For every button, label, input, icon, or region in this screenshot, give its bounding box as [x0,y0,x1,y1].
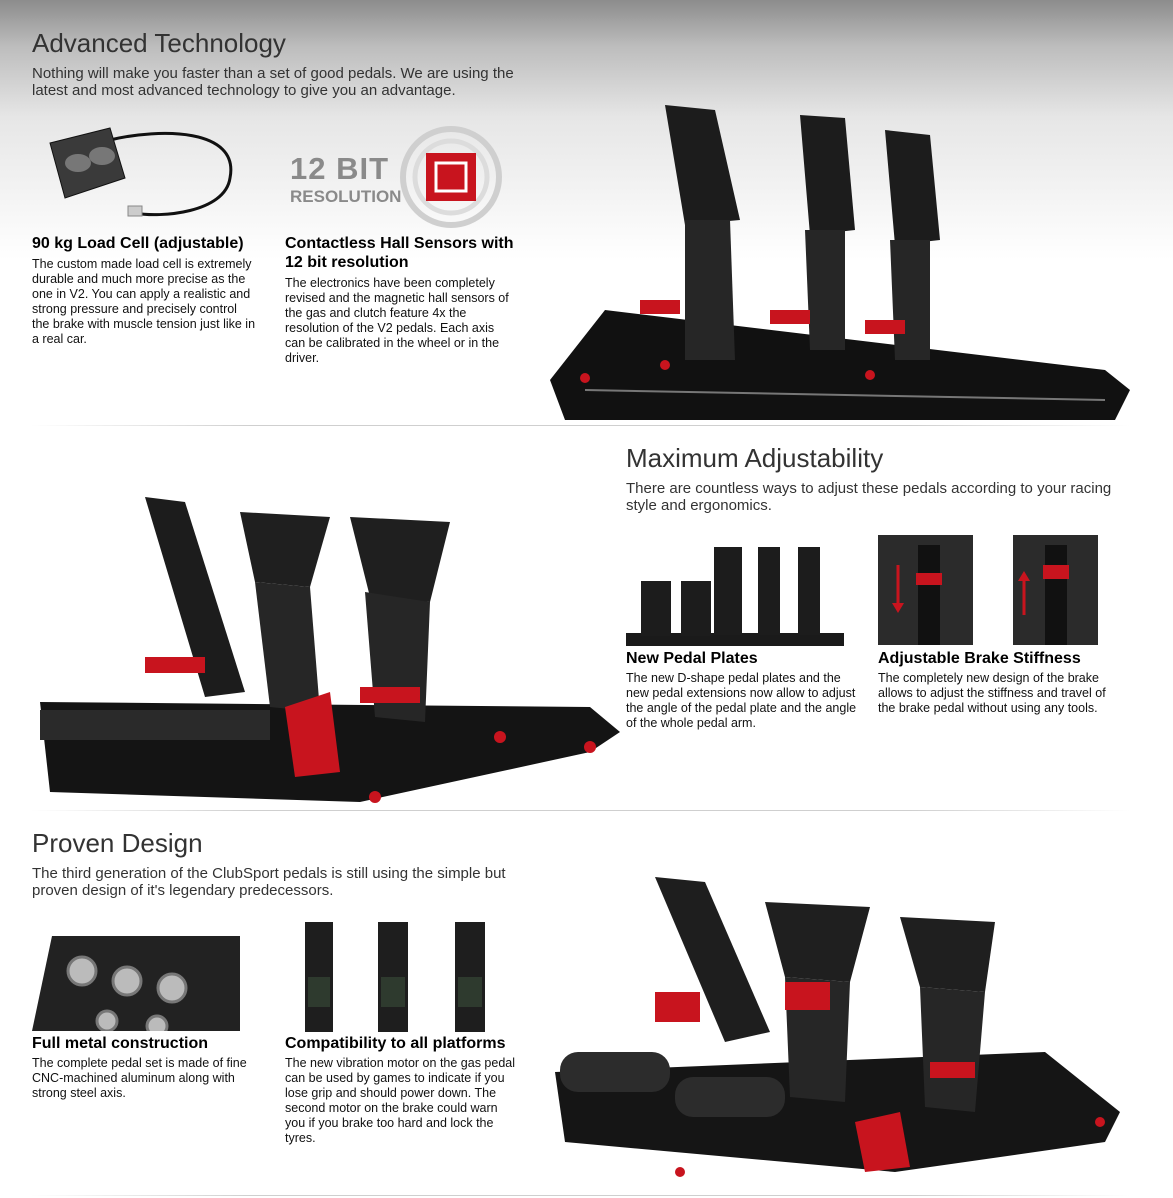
brake-stiffness-down-image [878,535,973,645]
section-divider [30,810,1130,811]
pedal-plates-image [626,547,844,646]
feature-title: Compatibility to all platforms [285,1035,506,1052]
feature-desc: The new vibration motor on the gas pedal… [285,1056,515,1145]
feature-desc: The complete pedal set is made of fine C… [32,1056,247,1100]
vibration-motor-pedals-image [305,922,485,1032]
header-gradient [0,0,1173,260]
section-divider [30,425,1130,426]
section-title: Proven Design [32,828,203,858]
feature-desc: The electronics have been completely rev… [285,276,509,365]
metal-pedal-plate-image [32,936,240,1031]
badge-big-text: 12 BIT [290,151,390,186]
feature-title: 90 kg Load Cell (adjustable) [32,235,244,252]
section-title: Advanced Technology [32,28,286,58]
load-cell-image [49,127,233,217]
chip-icon [400,126,502,228]
section-divider [30,1195,1130,1196]
feature-title: Contactless Hall Sensors with 12 bit res… [285,235,514,271]
section-intro: There are countless ways to adjust these… [626,480,1112,514]
section-intro: Nothing will make you faster than a set … [32,65,514,99]
feature-title: New Pedal Plates [626,650,758,667]
pedal-set-side-image [40,497,620,803]
feature-desc: The completely new design of the brake a… [878,671,1106,715]
12-bit-resolution-badge: 12 BIT RESOLUTION [286,125,506,230]
feature-title: Full metal construction [32,1035,209,1052]
feature-title: Adjustable Brake Stiffness [878,650,1081,667]
brake-stiffness-up-image [1013,535,1098,645]
pedal-set-assembly-image [555,877,1120,1177]
feature-desc: The new D-shape pedal plates and the new… [626,671,857,730]
badge-small-text: RESOLUTION [290,187,402,206]
feature-desc: The custom made load cell is extremely d… [32,257,256,346]
pedal-set-hero-image [550,105,1130,420]
section-intro: The third generation of the ClubSport pe… [32,865,506,899]
section-title: Maximum Adjustability [626,443,884,473]
